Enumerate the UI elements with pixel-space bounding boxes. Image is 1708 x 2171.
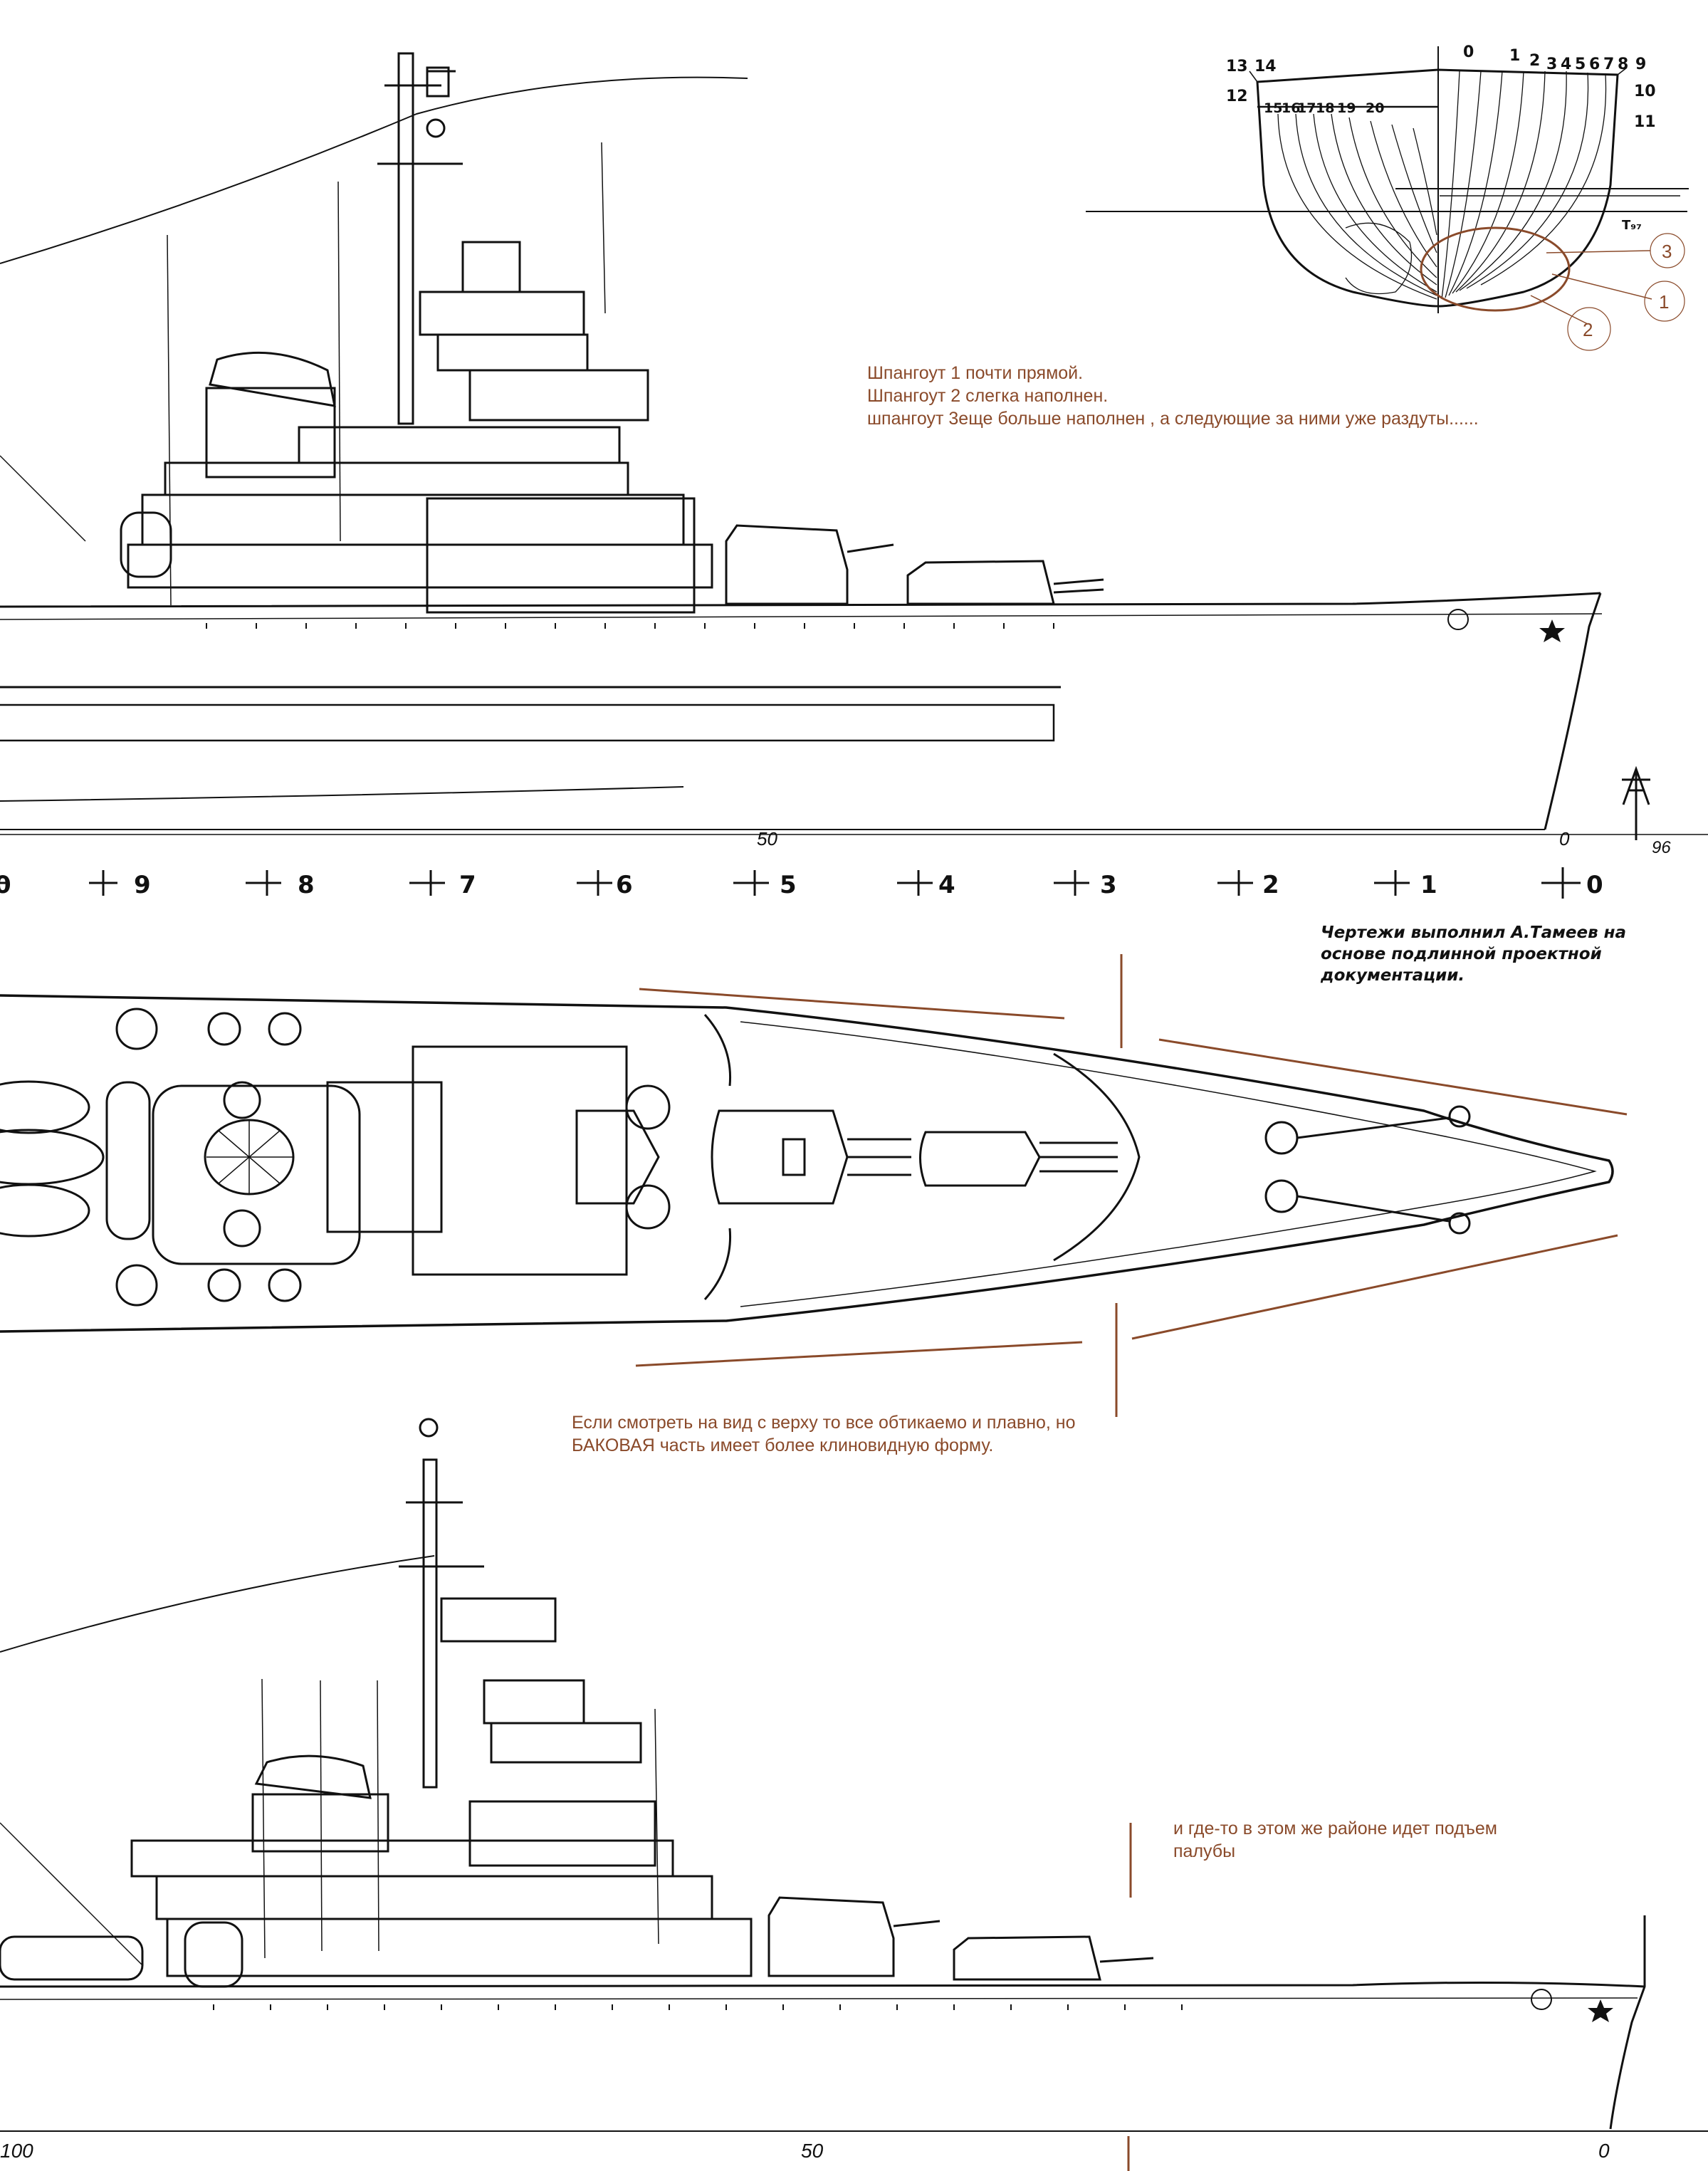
body-plan-callouts xyxy=(1420,226,1685,351)
drawing-credit-line-3: документации. xyxy=(1321,966,1465,985)
deck-rise-guides xyxy=(1127,1823,1132,2171)
bp-frame-17: 17 xyxy=(1297,100,1316,116)
plan-view xyxy=(0,994,1614,1333)
frame-marker-3: 3 xyxy=(1100,871,1117,899)
profile-bottom-scale-100: 100 xyxy=(0,2140,33,2162)
artist-signature-top: 96 xyxy=(1652,838,1671,857)
drawing-credit-line-1: Чертежи выполнил А.Тамеев на xyxy=(1321,924,1627,942)
frame-markers xyxy=(0,867,1581,899)
profile-bottom-scale-0: 0 xyxy=(1598,2140,1610,2162)
body-plan xyxy=(1086,46,1689,313)
frame-marker-5: 5 xyxy=(780,871,797,899)
deck-rise-note-line-2: палубы xyxy=(1173,1841,1236,1861)
bp-frame-12: 12 xyxy=(1226,88,1248,105)
bp-frame-6: 6 xyxy=(1589,56,1600,73)
bp-frame-13: 13 xyxy=(1226,58,1248,75)
frames-note-line-2: Шпангоут 2 слегка наполнен. xyxy=(867,386,1109,406)
topview-note-line-1: Если смотреть на вид с верху то все обти… xyxy=(572,1413,1076,1433)
drawing-credit-line-2: основе подлинной проектной xyxy=(1321,945,1602,963)
bp-frame-8: 8 xyxy=(1618,56,1628,73)
bp-frame-4: 4 xyxy=(1561,56,1571,73)
bp-frame-14: 14 xyxy=(1254,58,1277,75)
artist-monogram-top: 96 xyxy=(1622,765,1671,857)
bp-signature: T₉₇ xyxy=(1622,218,1642,233)
bp-frame-11: 11 xyxy=(1634,113,1656,131)
plan-view-guides xyxy=(635,954,1628,1417)
profile-top-scale-50: 50 xyxy=(757,828,777,849)
frames-note-line-3: шпангоут 3еще больше наполнен , а следую… xyxy=(867,409,1479,429)
bp-frame-5: 5 xyxy=(1575,56,1586,73)
callout-1: 1 xyxy=(1659,291,1669,313)
bp-frame-19: 19 xyxy=(1337,100,1356,116)
frame-marker-4: 4 xyxy=(938,871,955,899)
bp-frame-16: 16 xyxy=(1282,100,1300,116)
frame-marker-8: 8 xyxy=(298,871,315,899)
deck-rise-note: и где-то в этом же районе идет подъем па… xyxy=(1173,1817,1497,1863)
profile-top-scale: 50 0 xyxy=(757,828,1570,849)
body-plan-frame-numbers: 0 1 2 3 4 5 6 7 8 9 10 11 13 14 12 15 16… xyxy=(1226,43,1656,233)
frame-marker-2: 2 xyxy=(1262,871,1279,899)
profile-top xyxy=(0,52,1708,835)
bp-frame-9: 9 xyxy=(1635,56,1646,73)
frame-marker-6: 6 xyxy=(616,871,633,899)
bp-frame-2: 2 xyxy=(1529,52,1540,70)
deck-rise-note-line-1: и где-то в этом же районе идет подъем xyxy=(1173,1819,1497,1838)
frame-marker-0: 0 xyxy=(1586,871,1603,899)
frame-marker-1: 1 xyxy=(1420,871,1437,899)
bp-frame-20: 20 xyxy=(1366,100,1384,116)
bp-frame-0: 0 xyxy=(1463,43,1474,61)
frame-marker-labels: 0 9 8 7 6 5 4 3 2 1 0 xyxy=(0,871,1603,899)
bp-frame-10: 10 xyxy=(1634,83,1656,100)
drawing-credit: Чертежи выполнил А.Тамеев на основе подл… xyxy=(1321,922,1626,986)
callout-3: 3 xyxy=(1662,241,1672,262)
frames-note: Шпангоут 1 почти прямой. Шпангоут 2 слег… xyxy=(867,362,1479,430)
frame-marker-7: 7 xyxy=(459,871,476,899)
bp-frame-7: 7 xyxy=(1603,56,1614,73)
bp-frame-3: 3 xyxy=(1546,56,1557,73)
bp-frame-18: 18 xyxy=(1316,100,1334,116)
frame-marker-9: 9 xyxy=(134,871,151,899)
bp-frame-15: 15 xyxy=(1264,100,1282,116)
topview-note: Если смотреть на вид с верху то все обти… xyxy=(572,1411,1076,1457)
profile-top-scale-0: 0 xyxy=(1559,828,1570,849)
profile-bottom-scale: 100 50 0 xyxy=(0,2140,1610,2162)
profile-bottom xyxy=(0,1418,1708,2132)
frame-marker-10: 0 xyxy=(0,871,11,899)
bp-frame-1: 1 xyxy=(1509,47,1520,65)
profile-bottom-scale-50: 50 xyxy=(801,2140,824,2162)
topview-note-line-2: БАКОВАЯ часть имеет более клиновидную фо… xyxy=(572,1435,994,1455)
callout-2: 2 xyxy=(1583,319,1593,340)
frames-note-line-1: Шпангоут 1 почти прямой. xyxy=(867,363,1084,383)
body-plan-callout-labels: 3 1 2 xyxy=(1583,241,1672,340)
